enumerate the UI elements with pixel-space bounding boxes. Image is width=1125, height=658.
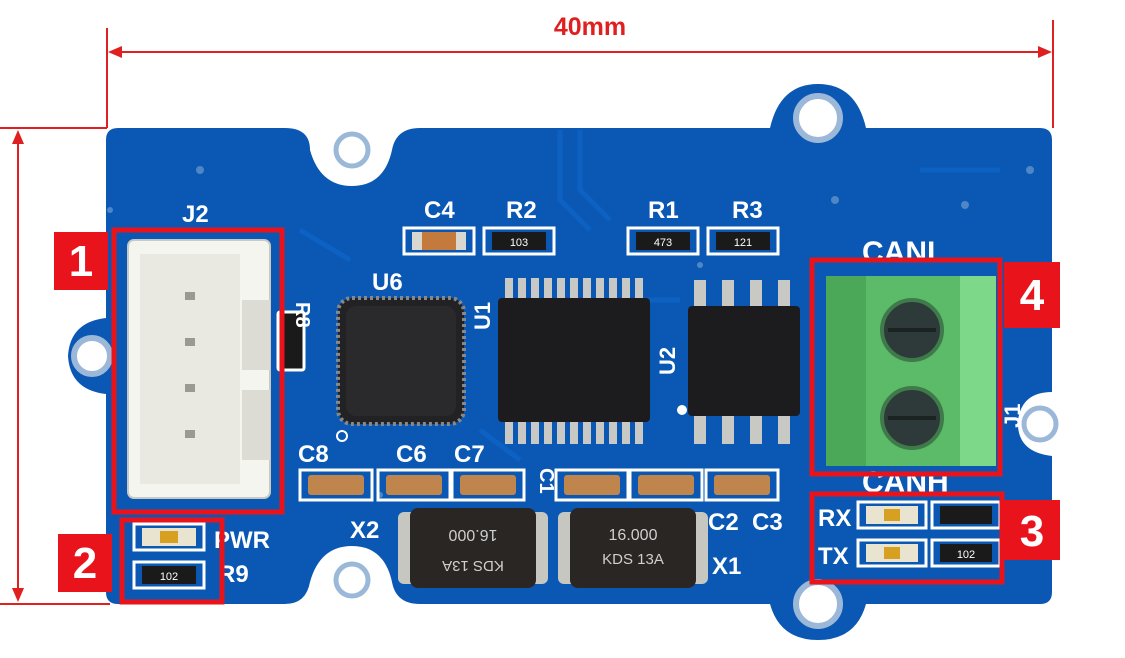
label-c6: C6 [396,441,427,468]
resistor-r2: 103 [482,226,556,256]
label-c7: C7 [454,441,485,468]
capacitor-c4 [402,226,476,256]
label-c2: C2 [708,509,739,536]
svg-text:16.000: 16.000 [609,527,658,544]
label-c4: C4 [424,197,455,224]
chip-u6 [336,296,466,442]
callout-2: 2 [58,517,225,605]
grove-connector-j2 [127,239,271,499]
label-u2: U2 [655,347,680,375]
callout-3: 3 [809,491,1060,585]
svg-text:473: 473 [654,237,672,249]
label-x2: X2 [350,517,379,544]
label-j1: J1 [1000,404,1025,428]
label-u6: U6 [372,269,403,296]
label-canl: CANL [862,236,945,269]
svg-text:102: 102 [957,549,975,561]
width-label: 40mm [554,13,626,41]
svg-text:KDS 13A: KDS 13A [442,557,504,574]
label-r8: R8 [291,302,313,328]
led-rx [856,500,928,530]
label-rx: RX [818,505,851,532]
label-r1: R1 [648,197,679,224]
dimension-width: 40mm [106,13,1054,128]
label-j2: J2 [182,201,209,228]
label-c3: C3 [752,509,783,536]
svg-text:103: 103 [510,237,528,249]
dimension-height [0,127,110,605]
label-x1: X1 [712,553,741,580]
svg-text:3: 3 [1020,507,1044,556]
chip-u1 [498,278,650,444]
resistor-r1: 473 [626,226,700,256]
resistor-r3: 121 [706,226,780,256]
label-u1: U1 [470,302,495,330]
label-c1: C1 [535,468,557,494]
svg-text:4: 4 [1020,271,1045,320]
crystal-x2: KDS 13A 16.000 [398,508,548,588]
svg-text:102: 102 [160,571,178,583]
terminal-block-j1 [826,276,996,466]
svg-text:2: 2 [73,539,97,588]
led-tx [856,538,928,568]
resistor-r9: 102 [132,560,206,590]
callout-4: 4 [809,257,1060,477]
label-c8: C8 [298,441,329,468]
callout-1: 1 [54,227,285,515]
svg-text:KDS 13A: KDS 13A [602,551,664,568]
svg-text:121: 121 [734,237,752,249]
label-r2: R2 [506,197,537,224]
svg-text:16.000: 16.000 [448,526,497,543]
svg-text:1: 1 [69,237,93,286]
label-r3: R3 [732,197,763,224]
chip-u2 [677,280,800,444]
led-pwr [132,522,206,552]
crystal-x1: 16.000 KDS 13A [558,508,708,588]
label-tx: TX [818,543,849,570]
capacitor-row [298,468,780,502]
